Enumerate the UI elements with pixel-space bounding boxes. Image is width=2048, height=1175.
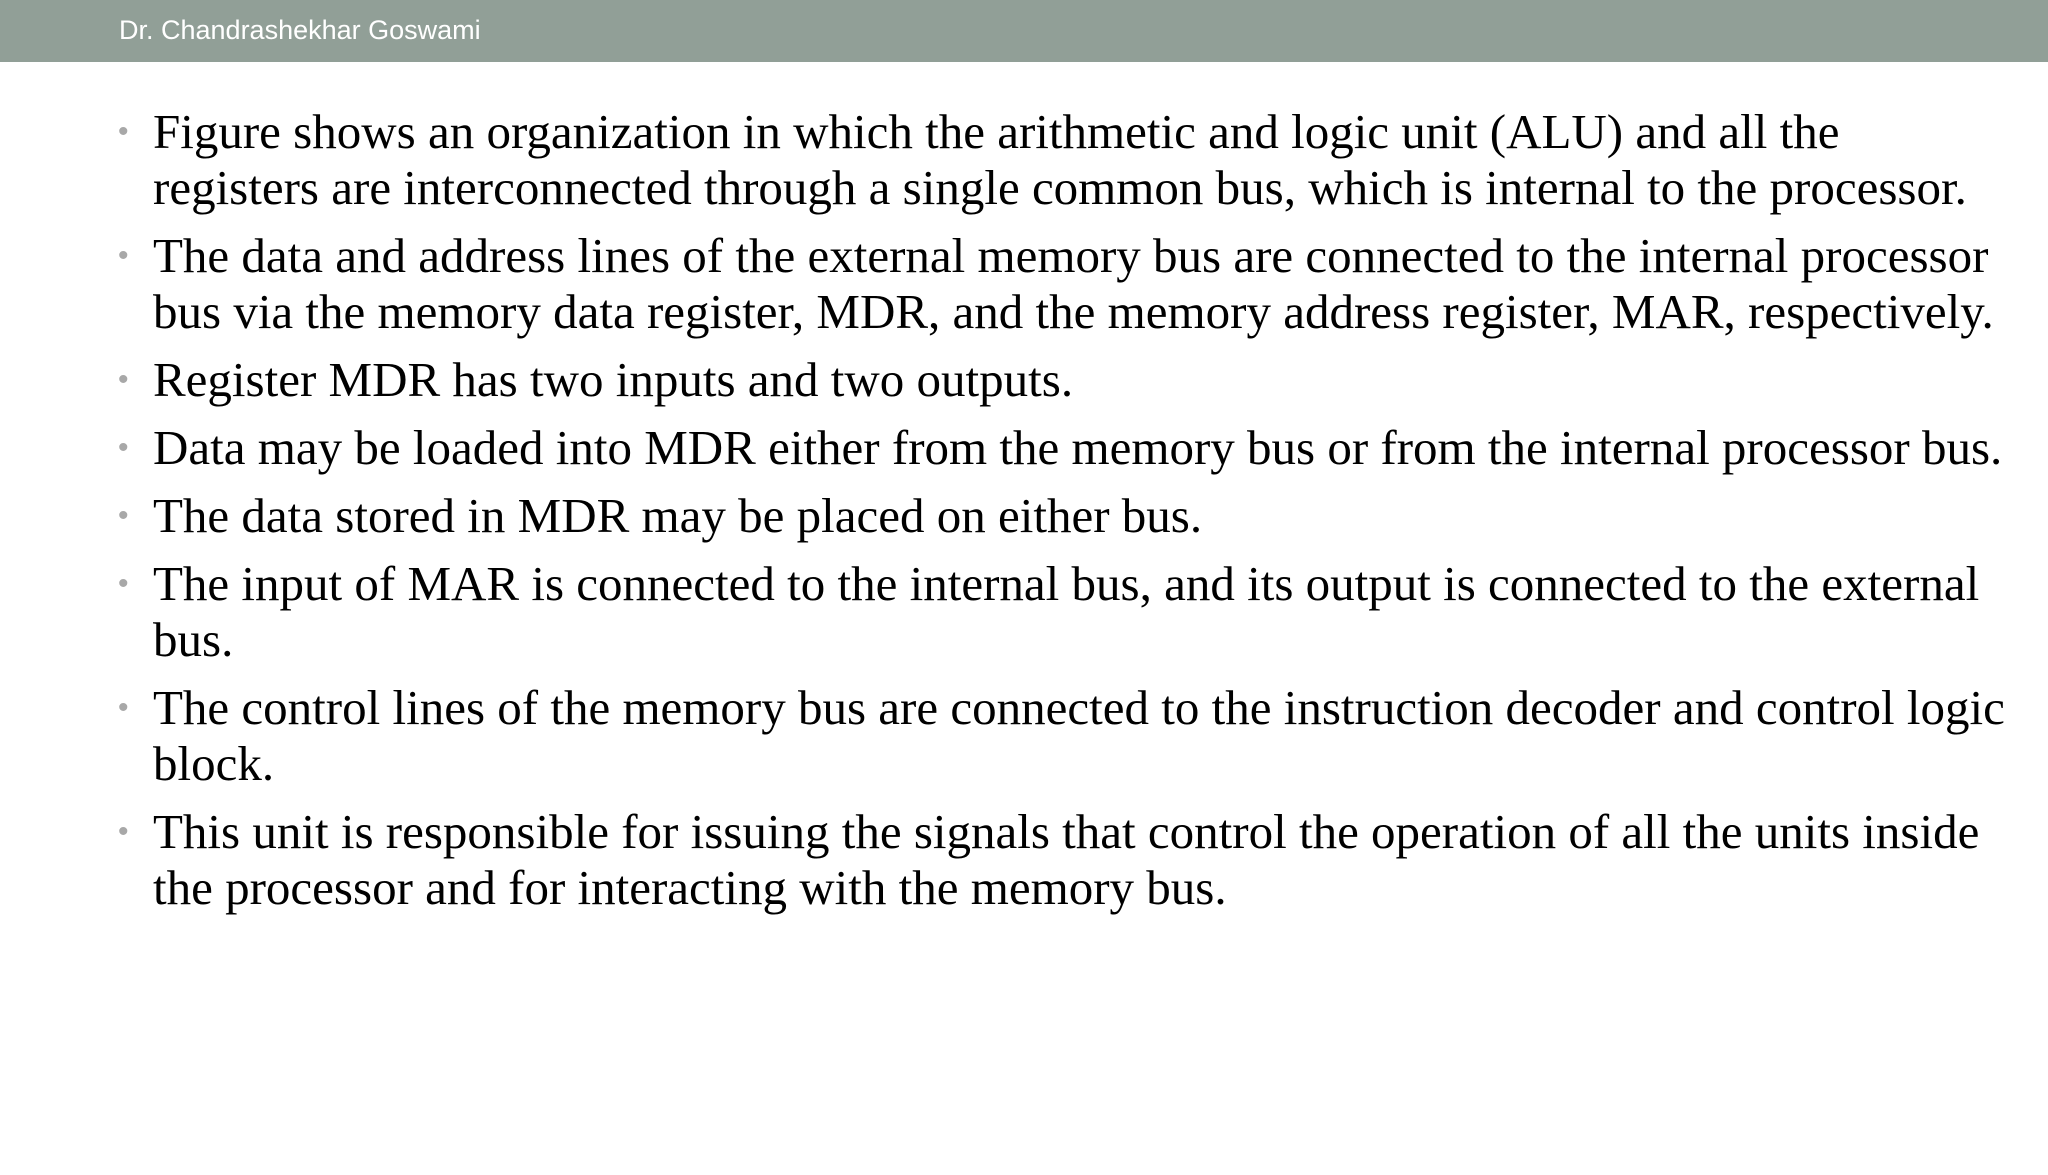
bullet-dot-icon: • <box>118 431 129 464</box>
bullet-dot-icon: • <box>118 567 129 600</box>
bullet-item: • This unit is responsible for issuing t… <box>118 804 2008 916</box>
bullet-text: The input of MAR is connected to the int… <box>153 556 1980 667</box>
bullet-item: • Figure shows an organization in which … <box>118 104 2008 216</box>
bullet-text: The control lines of the memory bus are … <box>153 680 2005 791</box>
header-bar: Dr. Chandrashekhar Goswami <box>0 0 2048 62</box>
bullet-item: • The data stored in MDR may be placed o… <box>118 488 2008 544</box>
bullet-text: Figure shows an organization in which th… <box>153 104 1967 215</box>
bullet-dot-icon: • <box>118 815 129 848</box>
bullet-text: The data stored in MDR may be placed on … <box>153 488 1203 543</box>
bullet-dot-icon: • <box>118 363 129 396</box>
bullet-item: • The data and address lines of the exte… <box>118 228 2008 340</box>
bullet-item: • Register MDR has two inputs and two ou… <box>118 352 2008 408</box>
bullet-dot-icon: • <box>118 499 129 532</box>
bullet-text: Register MDR has two inputs and two outp… <box>153 352 1074 407</box>
bullet-text: This unit is responsible for issuing the… <box>153 804 1980 915</box>
bullet-dot-icon: • <box>118 691 129 724</box>
bullet-text: The data and address lines of the extern… <box>153 228 1994 339</box>
bullet-item: • The input of MAR is connected to the i… <box>118 556 2008 668</box>
bullet-list: • Figure shows an organization in which … <box>118 104 2008 928</box>
bullet-dot-icon: • <box>118 239 129 272</box>
author-name: Dr. Chandrashekhar Goswami <box>119 15 481 45</box>
bullet-dot-icon: • <box>118 115 129 148</box>
bullet-text: Data may be loaded into MDR either from … <box>153 420 2003 475</box>
bullet-item: • The control lines of the memory bus ar… <box>118 680 2008 792</box>
bullet-item: • Data may be loaded into MDR either fro… <box>118 420 2008 476</box>
